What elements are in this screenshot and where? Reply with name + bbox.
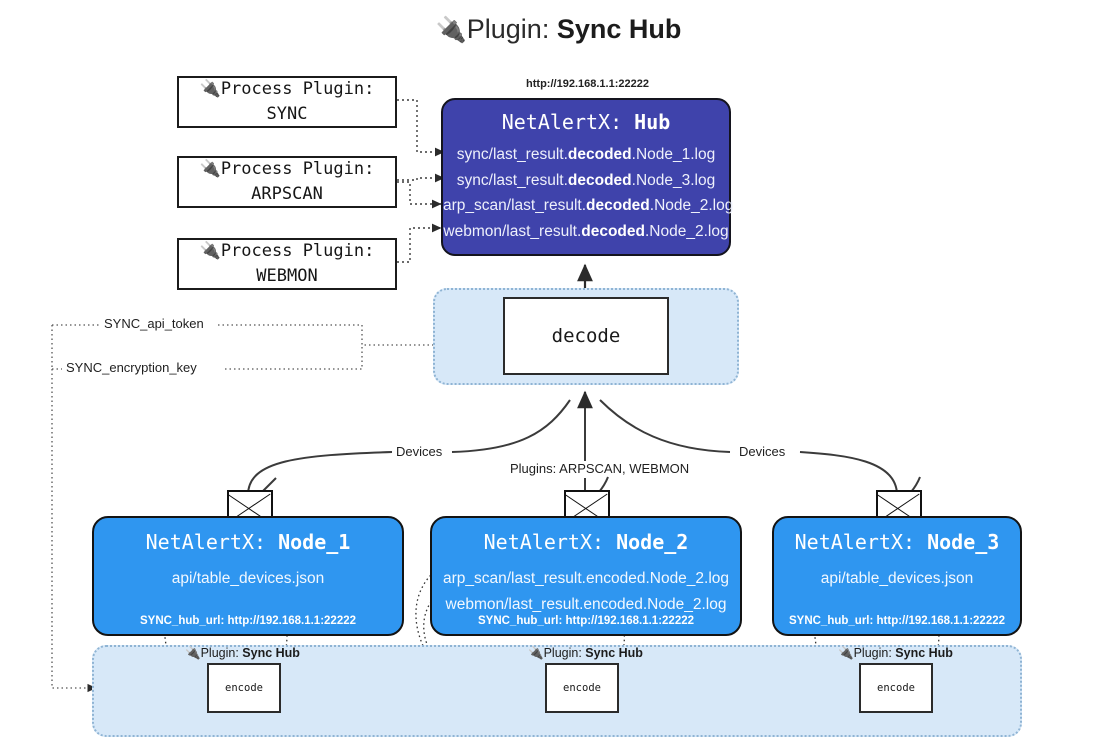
- encode-box-node-1[interactable]: encode: [207, 663, 281, 713]
- node-box-node-1[interactable]: NetAlertX: Node_1 api/table_devices.json…: [92, 516, 404, 636]
- page-title-prefix: Plugin:: [466, 14, 557, 44]
- hub-endpoint-label: http://192.168.1.1:22222: [526, 78, 649, 90]
- node-resource-list: arp_scan/last_result.encoded.Node_2.log …: [443, 566, 729, 619]
- process-plugin-line1: 🔌Process Plugin:: [199, 78, 375, 99]
- node-footer-hub-url: SYNC_hub_url: http://192.168.1.1:22222: [139, 615, 357, 627]
- node-resource-list: api/table_devices.json: [172, 566, 325, 592]
- page-title-name: Sync Hub: [556, 14, 682, 44]
- config-edge-label-encryption-key: SYNC_encryption_key: [62, 360, 201, 375]
- hub-title: NetAlertX: Hub: [501, 110, 671, 134]
- encoder-plugin-caption: 🔌Plugin: Sync Hub: [838, 646, 953, 660]
- page-title: 🔌Plugin: Sync Hub: [0, 14, 1117, 45]
- plug-icon: 🔌: [199, 158, 221, 179]
- encode-box-node-2[interactable]: encode: [545, 663, 619, 713]
- plug-icon: 🔌: [199, 78, 221, 99]
- plug-icon: 🔌: [528, 646, 544, 660]
- node-footer-hub-url: SYNC_hub_url: http://192.168.1.1:22222: [477, 615, 695, 627]
- flow-label-devices-left: Devices: [392, 444, 447, 459]
- flow-label-plugins-center: Plugins: ARPSCAN, WEBMON: [506, 461, 694, 476]
- node-resource-line: arp_scan/last_result.encoded.Node_2.log: [442, 570, 730, 587]
- node-resource-line: webmon/last_result.encoded.Node_2.log: [445, 596, 727, 614]
- encoder-plugin-caption: 🔌Plugin: Sync Hub: [185, 646, 300, 660]
- hub-log-line: sync/last_result.decoded.Node_1.log: [456, 146, 716, 163]
- process-plugin-line2: SYNC: [266, 104, 308, 124]
- plug-icon: 🔌: [199, 240, 221, 261]
- process-plugin-box-sync[interactable]: 🔌Process Plugin: SYNC: [177, 76, 397, 128]
- flow-label-devices-right: Devices: [735, 444, 790, 459]
- decode-box[interactable]: decode: [503, 297, 669, 375]
- plug-icon: 🔌: [435, 16, 467, 44]
- node-resource-line: api/table_devices.json: [171, 570, 325, 587]
- process-plugin-line1: 🔌Process Plugin:: [199, 240, 375, 261]
- config-edge-label-api-token: SYNC_api_token: [100, 316, 208, 331]
- hub-log-line: webmon/last_result.decoded.Node_2.log: [443, 222, 729, 240]
- plug-icon: 🔌: [838, 646, 854, 660]
- node-box-node-2[interactable]: NetAlertX: Node_2 arp_scan/last_result.e…: [430, 516, 742, 636]
- process-plugin-box-arpscan[interactable]: 🔌Process Plugin: ARPSCAN: [177, 156, 397, 208]
- process-plugin-line1: 🔌Process Plugin:: [199, 158, 375, 179]
- hub-node[interactable]: NetAlertX: Hub sync/last_result.decoded.…: [441, 98, 734, 256]
- process-plugin-line2: ARPSCAN: [251, 184, 323, 204]
- node-title: NetAlertX: Node_2: [483, 530, 689, 554]
- node-footer-hub-url: SYNC_hub_url: http://192.168.1.1:22222: [788, 615, 1006, 627]
- process-plugin-line2: WEBMON: [256, 266, 318, 286]
- node-title: NetAlertX: Node_3: [794, 530, 1000, 554]
- node-box-node-3[interactable]: NetAlertX: Node_3 api/table_devices.json…: [772, 516, 1022, 636]
- encode-box-node-3[interactable]: encode: [859, 663, 933, 713]
- node-resource-list: api/table_devices.json: [821, 566, 974, 592]
- hub-log-line: sync/last_result.decoded.Node_3.log: [456, 171, 716, 189]
- process-plugin-box-webmon[interactable]: 🔌Process Plugin: WEBMON: [177, 238, 397, 290]
- node-resource-line: api/table_devices.json: [820, 570, 974, 587]
- hub-log-line: arp_scan/last_result.decoded.Node_2.log: [443, 197, 734, 215]
- plug-icon: 🔌: [185, 646, 201, 660]
- encoder-plugin-caption: 🔌Plugin: Sync Hub: [528, 646, 643, 660]
- node-title: NetAlertX: Node_1: [145, 530, 351, 554]
